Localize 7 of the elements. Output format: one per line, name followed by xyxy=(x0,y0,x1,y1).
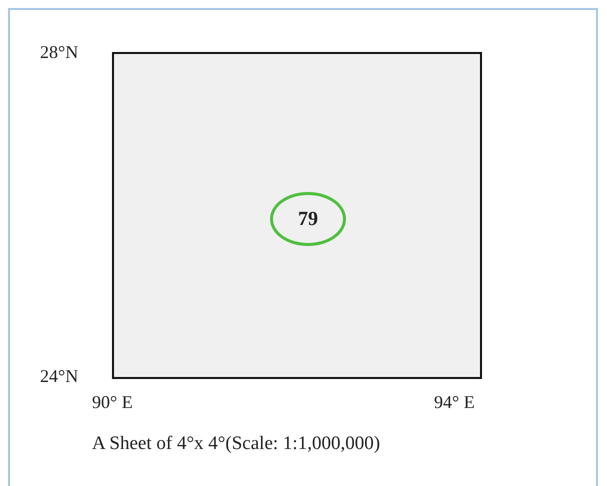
map-sheet xyxy=(112,52,482,379)
sheet-number: 79 xyxy=(298,208,318,230)
latitude-label: 24°N xyxy=(40,366,78,387)
caption: A Sheet of 4°x 4°(Scale: 1:1,000,000) xyxy=(92,433,380,455)
latitude-label: 28°N xyxy=(40,42,78,63)
longitude-label: 94° E xyxy=(434,392,475,413)
longitude-label: 90° E xyxy=(92,392,133,413)
